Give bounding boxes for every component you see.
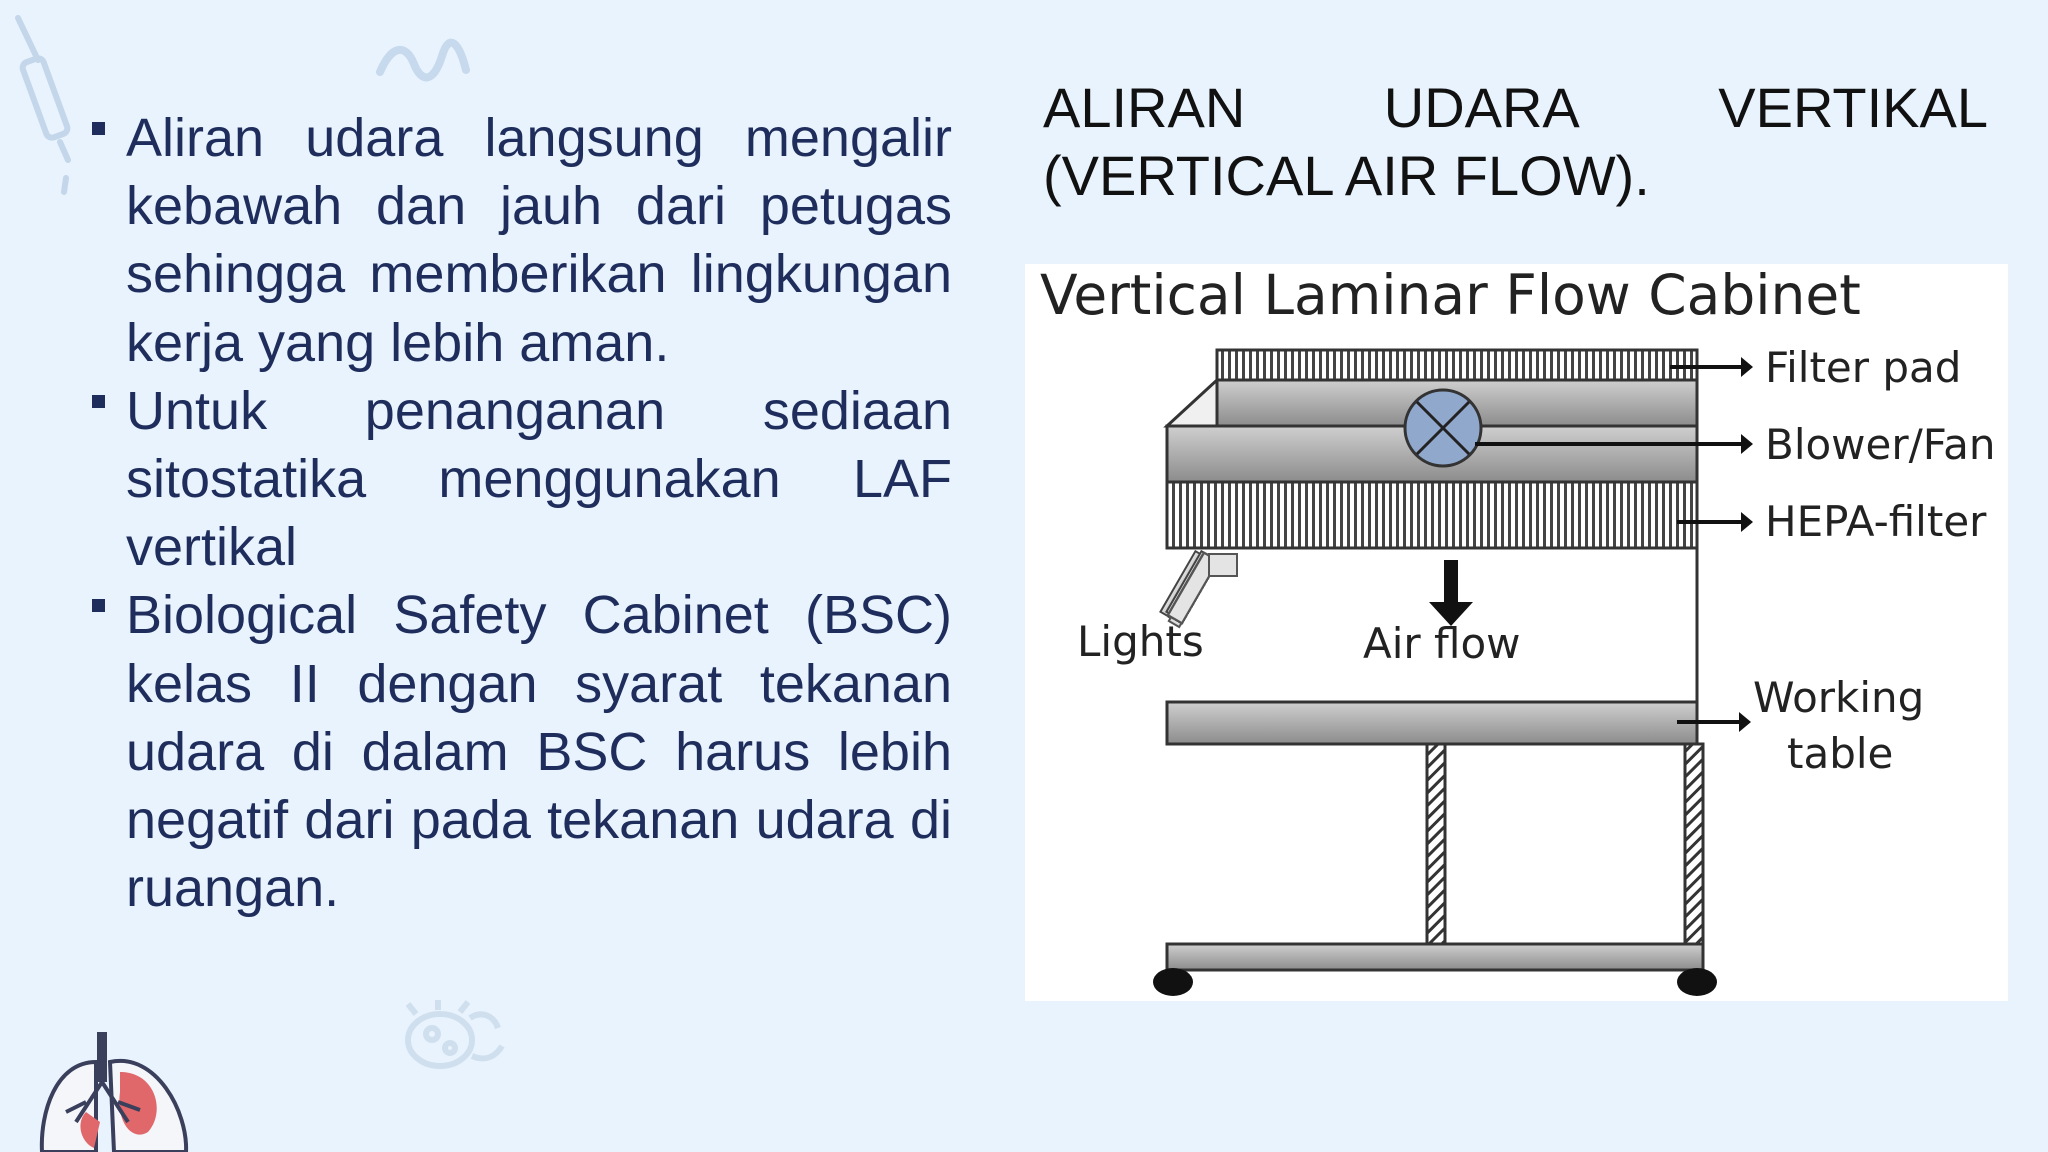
hepa-filter (1165, 480, 1699, 550)
filter-pad (1215, 348, 1699, 382)
cabinet-slope (1163, 376, 1219, 428)
diagram-title: Vertical Laminar Flow Cabinet (1040, 264, 1861, 327)
bullet-marker (92, 122, 105, 135)
bullet-item-airflow: Aliran udara langsung mengalir kebawah d… (82, 104, 952, 377)
table-leg-middle (1425, 742, 1447, 946)
bacteria-icon (405, 1000, 505, 1069)
bullet-item-cytostatic: Untuk penanganan sediaan sitostatika men… (82, 377, 952, 582)
label-hepa-filter: HEPA-filter (1765, 497, 1987, 546)
table-leg-right (1683, 742, 1705, 946)
bullet-marker (92, 599, 105, 613)
heading-line-2: (VERTICAL AIR FLOW). (1043, 144, 1650, 207)
heading-word: ALIRAN (1043, 76, 1246, 139)
label-air-flow: Air flow (1363, 619, 1521, 668)
bullet-marker (92, 394, 105, 408)
label-blower-fan: Blower/Fan (1765, 420, 1995, 469)
lungs-icon (39, 1032, 189, 1152)
working-table (1165, 700, 1699, 746)
bullet-list: Aliran udara langsung mengalir kebawah d… (82, 104, 952, 922)
label-lights: Lights (1077, 617, 1204, 666)
heading-word: UDARA (1383, 76, 1580, 139)
slide-heading: ALIRAN UDARA VERTIKAL (VERTICAL AIR FLOW… (1043, 74, 1988, 210)
heading-word: VERTIKAL (1718, 76, 1988, 139)
label-working-table-2: table (1787, 729, 1893, 778)
label-filter-pad: Filter pad (1765, 343, 1961, 392)
wheel-right (1677, 968, 1717, 996)
bullet-text: Biological Safety Cabinet (BSC) kelas II… (126, 585, 952, 919)
cabinet-base (1165, 942, 1705, 972)
worm-icon (376, 38, 470, 82)
laminar-flow-diagram: Vertical Laminar Flow Cabinet (1025, 264, 2008, 1001)
diagram-canvas: Vertical Laminar Flow Cabinet (1040, 264, 1995, 996)
bullet-text: Untuk penanganan sediaan sitostatika men… (126, 380, 952, 578)
wheel-left (1153, 968, 1193, 996)
bullet-text: Aliran udara langsung mengalir kebawah d… (126, 108, 952, 373)
fan-icon (1403, 388, 1483, 468)
syringe-icon (15, 15, 71, 195)
bullet-item-bsc: Biological Safety Cabinet (BSC) kelas II… (82, 581, 952, 922)
airflow-arrow-icon (1429, 560, 1473, 626)
pointer-arrows (1475, 357, 1753, 732)
light-socket (1208, 553, 1238, 577)
label-working-table-1: Working (1753, 673, 1924, 722)
heading-line-1: ALIRAN UDARA VERTIKAL (1043, 74, 1988, 142)
